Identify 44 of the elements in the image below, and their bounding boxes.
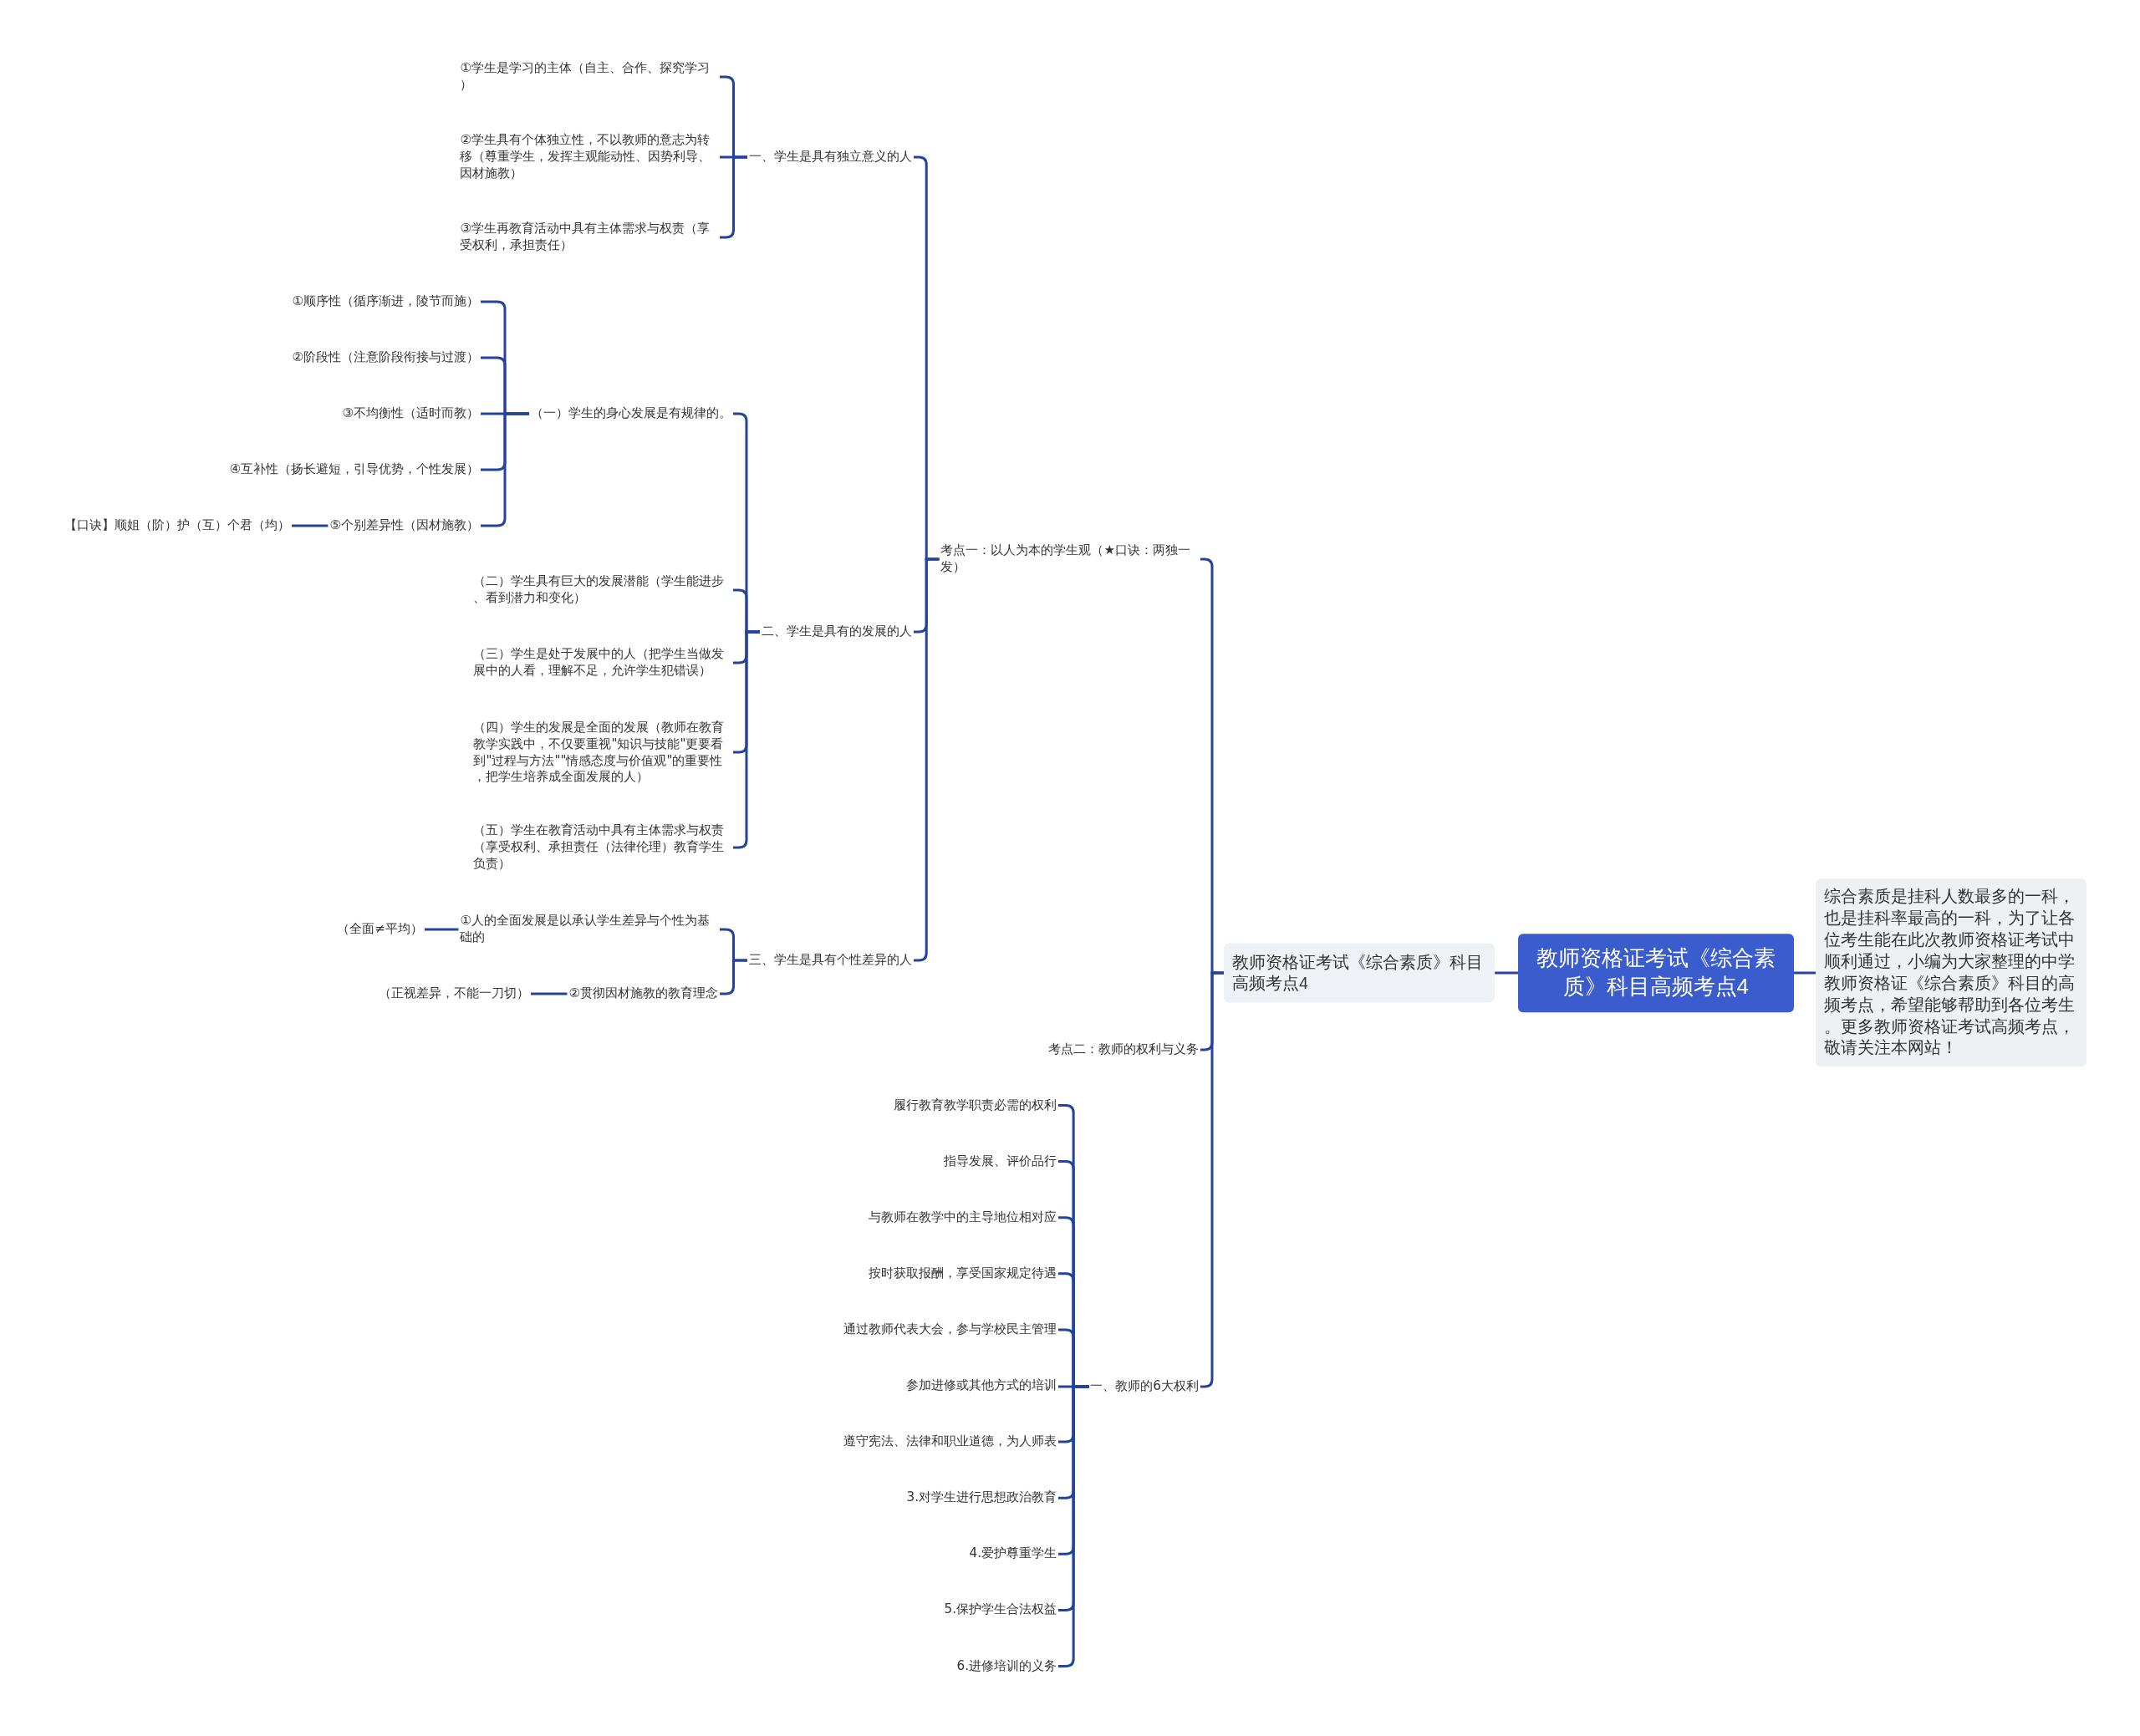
connector-line <box>1495 971 1518 975</box>
branch-label: 3.对学生进行思想政治教育 <box>904 1489 1058 1507</box>
branch-label: 按时获取报酬，享受国家规定待遇 <box>867 1265 1058 1282</box>
branch-label: 二、学生是具有的发展的人 <box>760 624 914 640</box>
branch-label: ②学生具有个体独立性，不以教师的意志为转移（尊重学生，发挥主观能动性、因势利导、因材施教） <box>458 132 720 182</box>
branch-label: ②贯彻因材施教的教育理念 <box>567 985 720 1002</box>
connector-line <box>1793 971 1816 975</box>
connector-line <box>531 992 568 995</box>
branch-label: ①人的全面发展是以承认学生差异与个性为基础的 <box>458 913 720 946</box>
branch-label: 履行教育教学职责必需的权利 <box>892 1097 1058 1114</box>
branch-label: （正视差异，不能一刀切） <box>377 985 531 1002</box>
topic-box: 教师资格证考试《综合素质》科目高频考点4 <box>1224 943 1495 1003</box>
branch-label: 5.保护学生合法权益 <box>942 1601 1058 1619</box>
branch-label: 【口诀】顺姐（阶）护（互）个君（均） <box>63 517 292 534</box>
branch-label: ③学生再教育活动中具有主体需求与权责（享受权利，承担责任） <box>458 221 720 254</box>
branch-label: ③不均衡性（适时而教） <box>340 405 481 422</box>
branch-label: 遵守宪法、法律和职业道德，为人师表 <box>842 1433 1058 1450</box>
note-box: 综合素质是挂科人数最多的一科，也是挂科率最高的一科，为了让各位考生能在此次教师资格证考试中顺利通过，小编为大家整理的中学教师资格证《综合素质》科目的高频考点，希望能够帮助到各位考生。更多教师资格证考试高频考点，敬请关注本网站！ <box>1816 878 2087 1067</box>
branch-label: 通过教师代表大会，参与学校民主管理 <box>842 1321 1058 1338</box>
connector-line <box>425 928 459 931</box>
branch-label: ①学生是学习的主体（自主、合作、探究学习） <box>458 60 720 94</box>
branch-label: （二）学生具有巨大的发展潜能（学生能进步、看到潜力和变化） <box>471 573 733 607</box>
branch-label: 三、学生是具有个性差异的人 <box>747 952 914 969</box>
connector-line <box>292 524 329 527</box>
branch-label: 与教师在教学中的主导地位相对应 <box>867 1209 1058 1226</box>
branch-label: 考点二：教师的权利与义务 <box>1047 1041 1200 1058</box>
branch-label: 考点一：以人为本的学生观（★口诀：两独一发） <box>939 542 1200 576</box>
branch-label: ①顺序性（循序渐进，陵节而施） <box>290 293 481 310</box>
branch-label: ②阶段性（注意阶段衔接与过渡） <box>290 349 481 366</box>
branch-label: （四）学生的发展是全面的发展（教师在教育教学实践中，不仅要重视"知识与技能"更要看到"过程与方法""情感态度与价值观"的重要性，把学生培养成全面发展的人） <box>471 719 733 786</box>
branch-label: ④互补性（扬长避短，引导优势，个性发展） <box>227 461 481 478</box>
branch-label: 参加进修或其他方式的培训 <box>904 1377 1058 1394</box>
branch-label: 一、教师的6大权利 <box>1088 1378 1200 1395</box>
branch-label: （五）学生在教育活动中具有主体需求与权责（享受权利、承担责任（法律伦理）教育学生负责） <box>471 822 733 873</box>
branch-label: 一、学生是具有独立意义的人 <box>747 149 914 165</box>
branch-label: （一）学生的身心发展是有规律的。 <box>529 405 733 422</box>
central-topic-box: 教师资格证考试《综合素质》科目高频考点4 <box>1518 934 1794 1012</box>
branch-label: ⑤个别差异性（因材施教） <box>328 517 481 534</box>
branch-label: 指导发展、评价品行 <box>942 1153 1058 1170</box>
branch-label: 6.进修培训的义务 <box>955 1657 1058 1675</box>
connector-line <box>720 959 747 995</box>
branch-label: （三）学生是处于发展中的人（把学生当做发展中的人看，理解不足，允许学生犯错误） <box>471 646 733 680</box>
branch-label: （全面≠平均） <box>335 921 425 938</box>
branch-label: 4.爱护尊重学生 <box>967 1545 1058 1563</box>
